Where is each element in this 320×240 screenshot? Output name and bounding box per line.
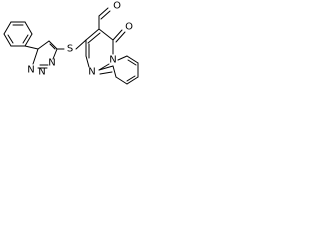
chemical-structure: S N N N O O N N — [0, 0, 166, 112]
phenyl-ring — [3, 21, 33, 47]
aldehyde-group — [98, 7, 111, 30]
triazole-n1-atom: N — [48, 58, 55, 69]
phenyl-link-bond — [24, 45, 39, 50]
triazole-ring — [32, 40, 58, 69]
pyridine-ring — [98, 55, 139, 85]
s-c-bond — [75, 39, 87, 50]
triazole-n3-atom: N — [27, 65, 34, 76]
aldehyde-oxygen-atom: O — [113, 1, 121, 12]
keto-oxygen-atom: O — [125, 22, 133, 33]
triazole-n2-atom: N — [38, 67, 45, 78]
molecule-drawing: S N N N O O N N — [3, 1, 139, 85]
pyrimidine-nitrogen-atom: N — [88, 67, 95, 78]
sulfur-atom: S — [67, 44, 73, 55]
bridge-nitrogen-atom: N — [109, 55, 116, 66]
keto-group — [112, 29, 126, 43]
pyrimidinone-ring — [85, 28, 114, 71]
